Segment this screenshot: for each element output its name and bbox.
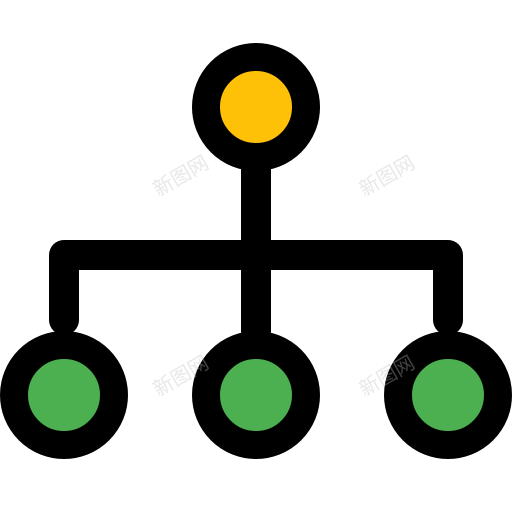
- root-node-icon: [192, 43, 320, 171]
- child-node-left-icon: [0, 331, 128, 459]
- child-node-center-icon: [192, 331, 320, 459]
- child-node-right-icon: [384, 331, 512, 459]
